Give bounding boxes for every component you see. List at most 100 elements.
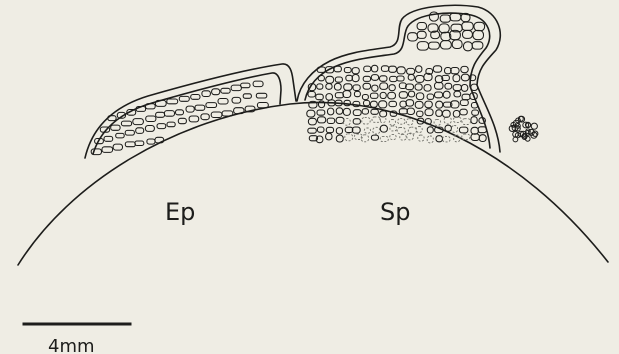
tissue-cell	[425, 101, 433, 108]
tissue-cell	[389, 66, 397, 72]
tissue-cell	[211, 112, 222, 118]
tissue-cell	[364, 128, 370, 133]
tissue-cell	[461, 74, 469, 81]
tissue-cell	[317, 84, 323, 89]
tissue-cell	[186, 106, 194, 112]
tissue-cell	[462, 22, 474, 30]
tissue-cell	[336, 128, 342, 134]
tissue-cell	[450, 13, 461, 21]
tissue-cell	[221, 88, 230, 93]
tissue-cell	[471, 117, 477, 124]
tissue-cell	[445, 125, 451, 131]
tissue-cell	[363, 76, 370, 81]
tissue-cell	[334, 83, 341, 90]
tissue-cell	[390, 134, 396, 139]
tissue-cell	[379, 101, 387, 108]
tissue-cell	[147, 139, 155, 144]
tissue-cell	[473, 30, 484, 39]
tissue-cell	[443, 110, 451, 117]
tissue-cell	[344, 84, 352, 91]
tissue-cell	[408, 75, 414, 81]
tissue-cell	[176, 110, 184, 115]
tissue-cell	[354, 91, 360, 96]
tissue-cell	[429, 12, 438, 21]
tissue-cell	[156, 112, 165, 117]
tissue-cell	[427, 136, 433, 143]
tissue-cell	[336, 117, 344, 123]
tissue-cell	[362, 117, 371, 124]
tissue-cell	[398, 119, 405, 125]
tissue-cell	[362, 95, 368, 100]
tissue-cell	[415, 101, 423, 108]
tissue-cell	[372, 85, 378, 91]
tissue-cell	[102, 147, 113, 153]
tissue-cell	[167, 99, 178, 104]
tissue-cell	[326, 76, 334, 83]
tissue-cell	[445, 83, 452, 89]
tissue-cell	[380, 76, 388, 82]
tissue-cell	[189, 116, 199, 122]
tissue-cell	[113, 144, 122, 150]
tissue-cell	[362, 109, 368, 114]
tissue-cell	[407, 68, 415, 74]
tissue-cell	[179, 96, 189, 101]
tissue-cell	[454, 91, 461, 97]
tissue-cell	[308, 128, 317, 133]
tissue-cell	[439, 24, 449, 33]
tissue-cell	[417, 111, 423, 116]
tissue-cell	[212, 89, 220, 95]
tissue-cell	[397, 76, 404, 81]
tissue-cell	[318, 117, 326, 123]
tissue-cell	[429, 42, 440, 49]
tissue-cell	[474, 22, 485, 30]
tissue-cell	[343, 91, 351, 98]
tissue-cell	[241, 83, 250, 88]
tissue-cell	[167, 122, 175, 127]
tissue-cell	[464, 42, 473, 51]
label-sp: Sp	[380, 198, 410, 226]
tissue-cell	[326, 127, 333, 132]
tissue-cell	[416, 76, 425, 83]
tissue-cell	[334, 66, 341, 72]
tissue-cell	[408, 33, 418, 41]
tissue-cell	[380, 83, 388, 90]
tissue-cell	[417, 31, 426, 38]
tissue-cell	[121, 121, 131, 126]
tissue-cell	[380, 111, 387, 117]
tissue-cell	[353, 119, 360, 124]
tissue-cell	[443, 136, 451, 142]
tissue-cell	[417, 42, 428, 51]
tissue-cell	[478, 127, 487, 133]
tissue-cell	[397, 128, 405, 134]
tissue-cell	[434, 119, 441, 125]
tissue-cell	[135, 141, 144, 146]
tissue-cell	[335, 93, 343, 98]
tissue-cell	[433, 66, 441, 72]
label-ep: Ep	[165, 198, 195, 226]
tissue-cell	[326, 84, 332, 90]
tissue-cell	[202, 91, 211, 97]
tissue-cell	[125, 142, 135, 147]
tissue-cell	[336, 108, 343, 114]
tissue-cell	[336, 135, 343, 142]
tissue-cell	[206, 103, 217, 108]
tissue-cell	[133, 119, 144, 125]
cell-clusters	[91, 12, 486, 155]
tissue-cell	[326, 133, 332, 140]
tissue-cell	[328, 108, 334, 115]
cluster-dot	[513, 137, 518, 142]
tissue-cell	[318, 76, 324, 81]
tissue-cell	[400, 134, 406, 140]
tissue-cell	[191, 95, 200, 100]
tissue-cell	[371, 135, 378, 140]
tissue-cell	[373, 127, 380, 134]
tissue-cell	[345, 134, 353, 141]
tissue-cell	[353, 85, 360, 91]
tissue-cell	[427, 127, 433, 133]
tissue-cell	[111, 125, 120, 130]
tissue-cell	[364, 100, 370, 105]
tissue-cell	[435, 82, 444, 89]
tissue-cell	[317, 110, 325, 115]
tissue-cell	[343, 108, 350, 115]
